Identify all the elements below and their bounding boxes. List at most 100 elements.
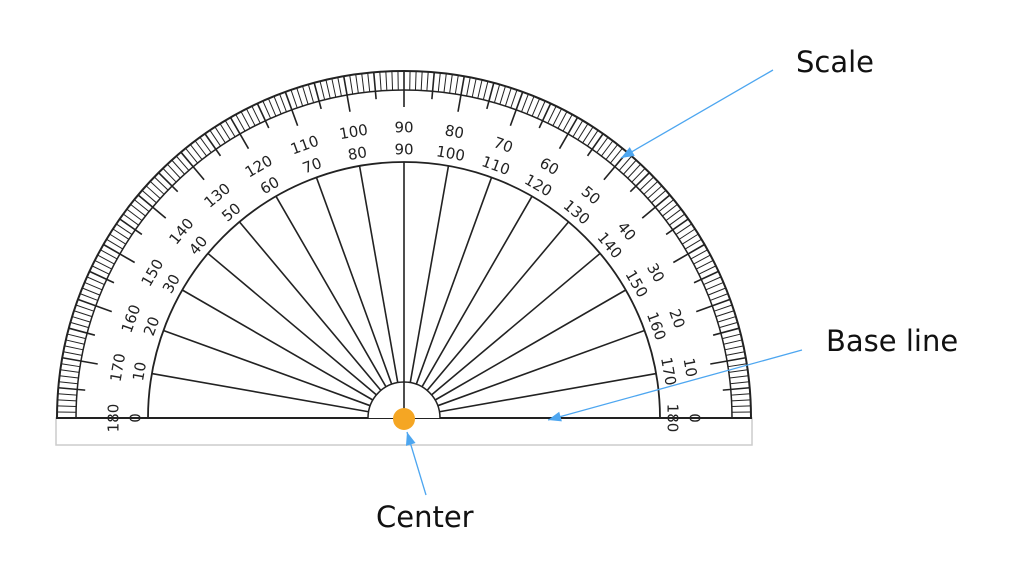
guide-line: [315, 177, 393, 385]
degree-tick: [290, 89, 298, 109]
degree-tick: [158, 172, 179, 193]
degree-tick: [262, 100, 272, 119]
degree-tick: [82, 287, 101, 296]
degree-tick: [693, 270, 719, 284]
degree-tick: [62, 356, 98, 365]
degree-tick: [302, 86, 309, 105]
degree-tick: [57, 399, 77, 402]
degree-tick: [391, 71, 394, 91]
degree-tick: [672, 243, 705, 264]
degree-tick: [149, 180, 165, 195]
degree-tick: [420, 71, 423, 91]
degree-tick: [97, 254, 115, 265]
outer-scale-number: 80: [443, 121, 465, 142]
degree-tick: [641, 194, 671, 219]
degree-tick: [521, 93, 529, 112]
degree-tick: [724, 345, 744, 351]
degree-tick: [204, 133, 222, 157]
guide-line: [434, 289, 627, 401]
degree-tick: [538, 103, 552, 129]
degree-tick: [162, 168, 177, 183]
degree-tick: [86, 276, 105, 286]
degree-tick: [194, 140, 208, 157]
degree-tick: [284, 91, 299, 127]
degree-tick: [342, 76, 351, 112]
degree-tick: [727, 363, 747, 368]
degree-tick: [209, 130, 221, 147]
degree-tick: [63, 351, 83, 356]
inner-scale-number: 0: [127, 413, 145, 423]
degree-tick: [58, 386, 86, 391]
outer-scale-number: 20: [665, 307, 688, 331]
degree-tick: [729, 375, 749, 379]
degree-tick: [355, 74, 359, 94]
degree-tick: [471, 78, 477, 98]
degree-tick: [68, 327, 96, 336]
guide-line: [181, 289, 374, 401]
degree-tick: [662, 203, 678, 217]
degree-tick: [587, 130, 599, 147]
degree-tick: [605, 144, 619, 160]
degree-tick: [510, 89, 518, 109]
degree-tick: [722, 386, 750, 391]
degree-tick: [70, 321, 89, 329]
degree-tick: [449, 74, 453, 94]
base-line-label: Base line: [826, 324, 959, 358]
scale-arrow-head: [621, 147, 635, 158]
degree-tick: [703, 276, 722, 286]
degree-tick: [493, 84, 501, 103]
degree-tick: [171, 159, 185, 175]
degree-tick: [731, 399, 751, 402]
degree-tick: [731, 393, 751, 396]
outer-scale-number: 0: [686, 413, 704, 423]
degree-tick: [698, 265, 717, 275]
degree-tick: [712, 327, 740, 336]
degree-tick: [562, 114, 573, 132]
inner-scale-number: 170: [657, 356, 680, 387]
degree-tick: [154, 176, 169, 191]
degree-tick: [372, 72, 377, 100]
scale-arrow-line: [620, 69, 774, 159]
degree-tick: [557, 111, 568, 129]
degree-tick: [199, 136, 212, 153]
degree-tick: [229, 117, 250, 150]
degree-tick: [665, 218, 689, 236]
degree-tick: [627, 163, 642, 179]
degree-tick: [122, 213, 139, 226]
degree-tick: [91, 265, 110, 275]
degree-tick: [89, 270, 115, 284]
degree-tick: [60, 369, 80, 373]
degree-tick: [710, 356, 746, 365]
degree-tick: [437, 72, 441, 92]
degree-tick: [547, 105, 557, 124]
degree-tick: [106, 238, 124, 250]
degree-tick: [647, 185, 663, 199]
degree-tick: [631, 168, 646, 183]
degree-tick: [669, 213, 686, 226]
degree-tick: [643, 180, 659, 195]
base-line-arrow-head: [548, 411, 562, 422]
degree-tick: [577, 123, 589, 141]
inner-scale-number: 80: [346, 143, 368, 164]
degree-tick: [728, 369, 748, 373]
degree-tick: [536, 100, 546, 119]
base-line-arrow-line: [547, 349, 803, 421]
degree-tick: [267, 98, 277, 117]
degree-tick: [116, 223, 133, 235]
degree-tick: [426, 71, 429, 91]
degree-tick: [246, 108, 256, 126]
degree-tick: [385, 71, 388, 91]
degree-tick: [59, 375, 79, 379]
degree-tick: [141, 189, 157, 204]
degree-tick: [325, 79, 331, 99]
degree-tick: [722, 333, 741, 340]
degree-tick: [454, 75, 459, 95]
degree-tick: [710, 293, 729, 301]
degree-tick: [719, 321, 738, 329]
degree-tick: [313, 82, 322, 110]
degree-tick: [586, 133, 604, 157]
degree-tick: [273, 96, 282, 115]
degree-tick: [717, 316, 736, 323]
degree-tick: [189, 144, 203, 160]
degree-tick: [477, 79, 483, 99]
